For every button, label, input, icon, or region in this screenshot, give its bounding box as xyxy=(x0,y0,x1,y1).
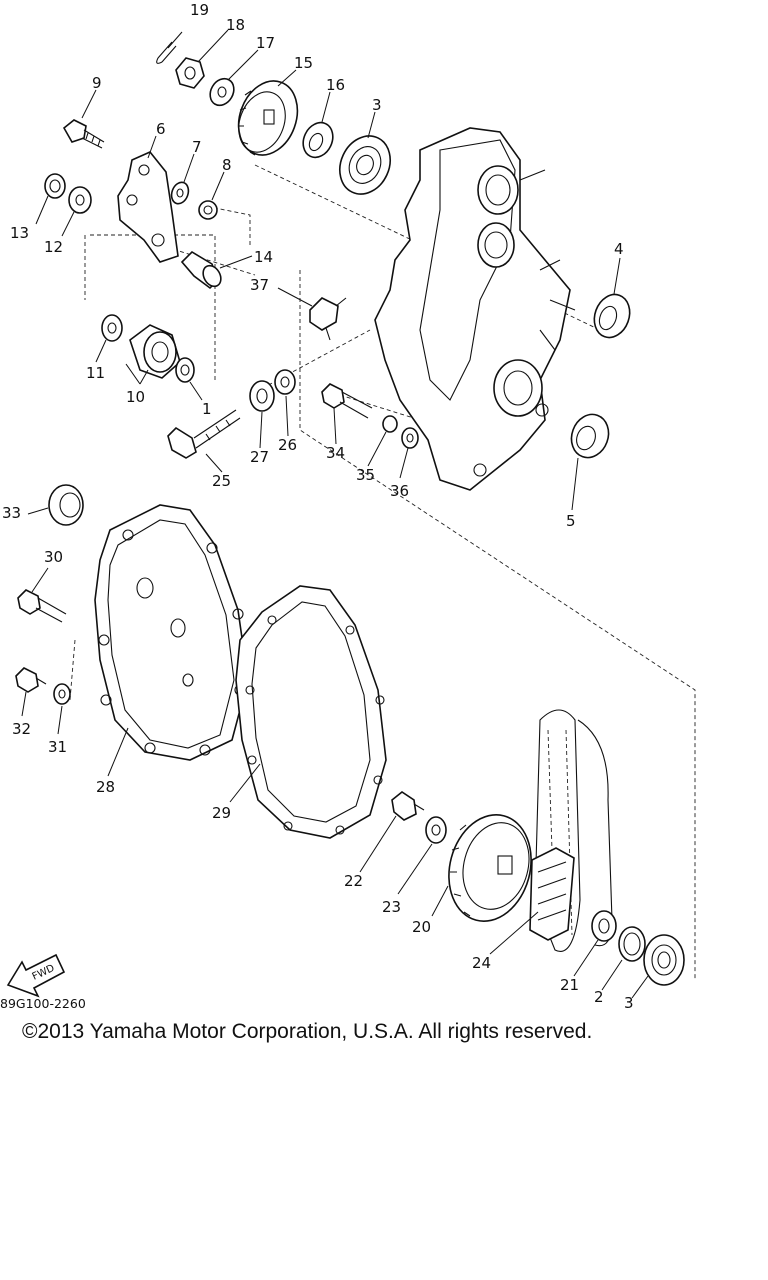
part-2-circlip xyxy=(618,926,646,962)
part-18-nut xyxy=(175,57,205,89)
part-label: 11 xyxy=(86,364,105,382)
part-label: 33 xyxy=(2,504,21,522)
part-20-sprocket xyxy=(448,814,532,922)
part-15-sprocket xyxy=(237,80,299,156)
part-label: 31 xyxy=(48,738,67,756)
part-label: 37 xyxy=(250,276,269,294)
part-4-seal xyxy=(593,293,631,339)
part-label: 21 xyxy=(560,976,579,994)
part-label: 10 xyxy=(126,388,145,406)
part-label: 30 xyxy=(44,548,63,566)
part-label: 12 xyxy=(44,238,63,256)
part-37-fitting xyxy=(309,297,347,341)
part-26-washer xyxy=(274,369,296,395)
part-label: 32 xyxy=(12,720,31,738)
part-19-cotter-pin xyxy=(156,41,177,64)
part-label: 9 xyxy=(92,74,102,92)
diagram-reference-code: 89G100-2260 xyxy=(0,996,86,1011)
leader-lines xyxy=(21,29,649,999)
part-label: 23 xyxy=(382,898,401,916)
part-33-cap xyxy=(48,484,84,526)
part-28-cover xyxy=(94,504,249,761)
part-12-washer xyxy=(68,186,92,214)
part-9-bolt xyxy=(62,119,105,149)
part-label: 36 xyxy=(390,482,409,500)
part-label: 6 xyxy=(156,120,166,138)
part-label: 3 xyxy=(624,994,634,1012)
part-number-labels: 19 18 17 15 16 3 9 6 7 8 13 12 14 37 4 1… xyxy=(2,1,634,1012)
part-32-bolt xyxy=(15,667,47,693)
part-13-circlip xyxy=(44,173,66,199)
part-27-collar xyxy=(249,380,275,412)
part-30-bolt xyxy=(17,589,67,623)
part-5-seal xyxy=(570,413,610,459)
part-29-gasket xyxy=(235,585,387,839)
part-7-washer xyxy=(170,181,190,205)
part-label: 28 xyxy=(96,778,115,796)
part-label: 19 xyxy=(190,1,209,19)
part-label: 17 xyxy=(256,34,275,52)
fwd-arrow-icon: FWD xyxy=(6,953,66,998)
part-35-washer xyxy=(382,415,398,433)
part-3-bearing-top xyxy=(339,135,391,195)
part-23-washer xyxy=(425,816,447,844)
part-label: 13 xyxy=(10,224,29,242)
part-1-washer xyxy=(175,357,195,383)
part-label: 27 xyxy=(250,448,269,466)
part-label: 3 xyxy=(372,96,382,114)
part-8-spacer xyxy=(198,200,218,220)
part-label: 18 xyxy=(226,16,245,34)
part-17-washer xyxy=(209,77,235,107)
part-label: 22 xyxy=(344,872,363,890)
part-25-bolt xyxy=(167,409,241,459)
part-label: 20 xyxy=(412,918,431,936)
part-label: 25 xyxy=(212,472,231,490)
part-label: 5 xyxy=(566,512,576,530)
copyright-notice: ©2013 Yamaha Motor Corporation, U.S.A. A… xyxy=(22,1020,593,1043)
part-34-bolt xyxy=(321,383,373,419)
part-10-bearing xyxy=(129,324,181,379)
part-36-washer xyxy=(401,427,419,449)
part-14-shaft xyxy=(180,250,222,290)
part-label: 15 xyxy=(294,54,313,72)
part-11-washer xyxy=(101,314,123,342)
part-label: 24 xyxy=(472,954,491,972)
part-label: 2 xyxy=(594,988,604,1006)
part-label: 8 xyxy=(222,156,232,174)
part-21-washer xyxy=(591,910,617,942)
chaincase-housing xyxy=(374,127,576,491)
part-label: 7 xyxy=(192,138,202,156)
part-16-collar xyxy=(302,121,334,159)
part-label: 35 xyxy=(356,466,375,484)
part-24-chain xyxy=(529,709,613,952)
part-label: 34 xyxy=(326,444,345,462)
part-label: 4 xyxy=(614,240,624,258)
part-label: 1 xyxy=(202,400,212,418)
part-6-bracket xyxy=(117,151,179,263)
part-label: 14 xyxy=(254,248,273,266)
part-label: 26 xyxy=(278,436,297,454)
part-31-washer xyxy=(53,683,71,705)
part-label: 29 xyxy=(212,804,231,822)
part-3-bearing-bottom xyxy=(643,934,685,986)
part-22-bolt xyxy=(391,791,425,821)
part-label: 16 xyxy=(326,76,345,94)
